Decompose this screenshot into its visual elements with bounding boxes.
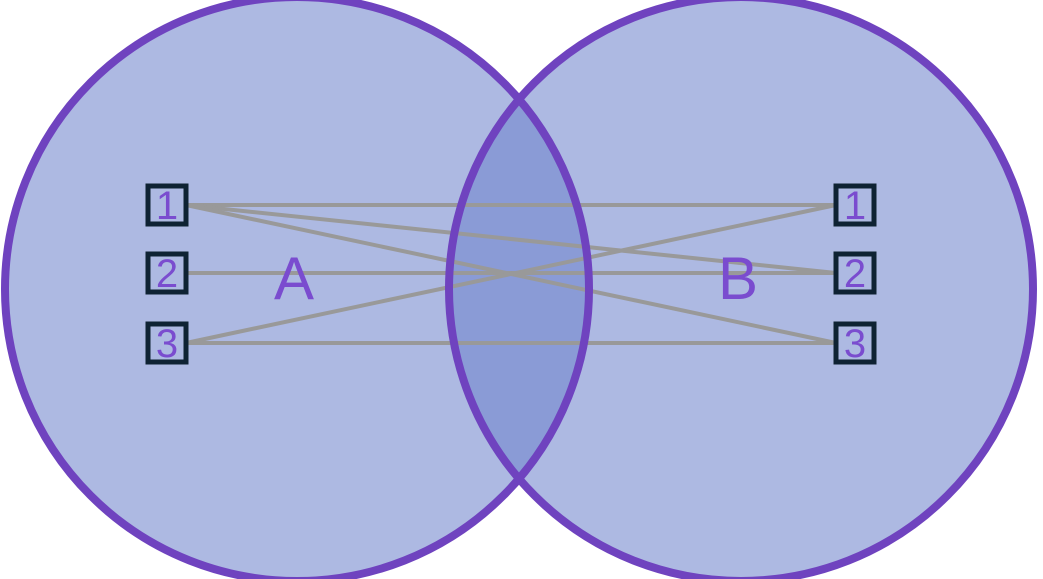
node-B3: 3 <box>833 321 877 366</box>
node-box <box>833 321 877 365</box>
node-A2: 2 <box>145 251 189 296</box>
node-A3: 3 <box>145 321 189 366</box>
set-a-circle <box>5 0 589 579</box>
node-box <box>833 251 877 295</box>
node-B1: 1 <box>833 183 877 228</box>
node-group: 1 2 3 1 2 3 <box>145 183 877 366</box>
node-box <box>145 183 189 227</box>
node-label: 3 <box>156 322 178 366</box>
edge-A1-B2 <box>185 203 837 275</box>
node-box <box>145 251 189 295</box>
set-a-outline <box>1 0 593 579</box>
node-A1: 1 <box>145 183 189 228</box>
set-b-label: B <box>718 245 758 312</box>
node-label: 2 <box>844 252 866 296</box>
node-label: 3 <box>844 322 866 366</box>
edge-A3-B1 <box>185 203 837 345</box>
set-a-label: A <box>274 245 314 312</box>
node-label: 2 <box>156 252 178 296</box>
set-b-circle <box>449 0 1033 579</box>
node-label: 1 <box>156 184 178 228</box>
set-b-outline <box>445 0 1037 579</box>
node-box <box>145 321 189 365</box>
edge-group <box>185 203 837 345</box>
node-label: 1 <box>844 184 866 228</box>
node-box <box>833 183 877 227</box>
node-B2: 2 <box>833 251 877 296</box>
